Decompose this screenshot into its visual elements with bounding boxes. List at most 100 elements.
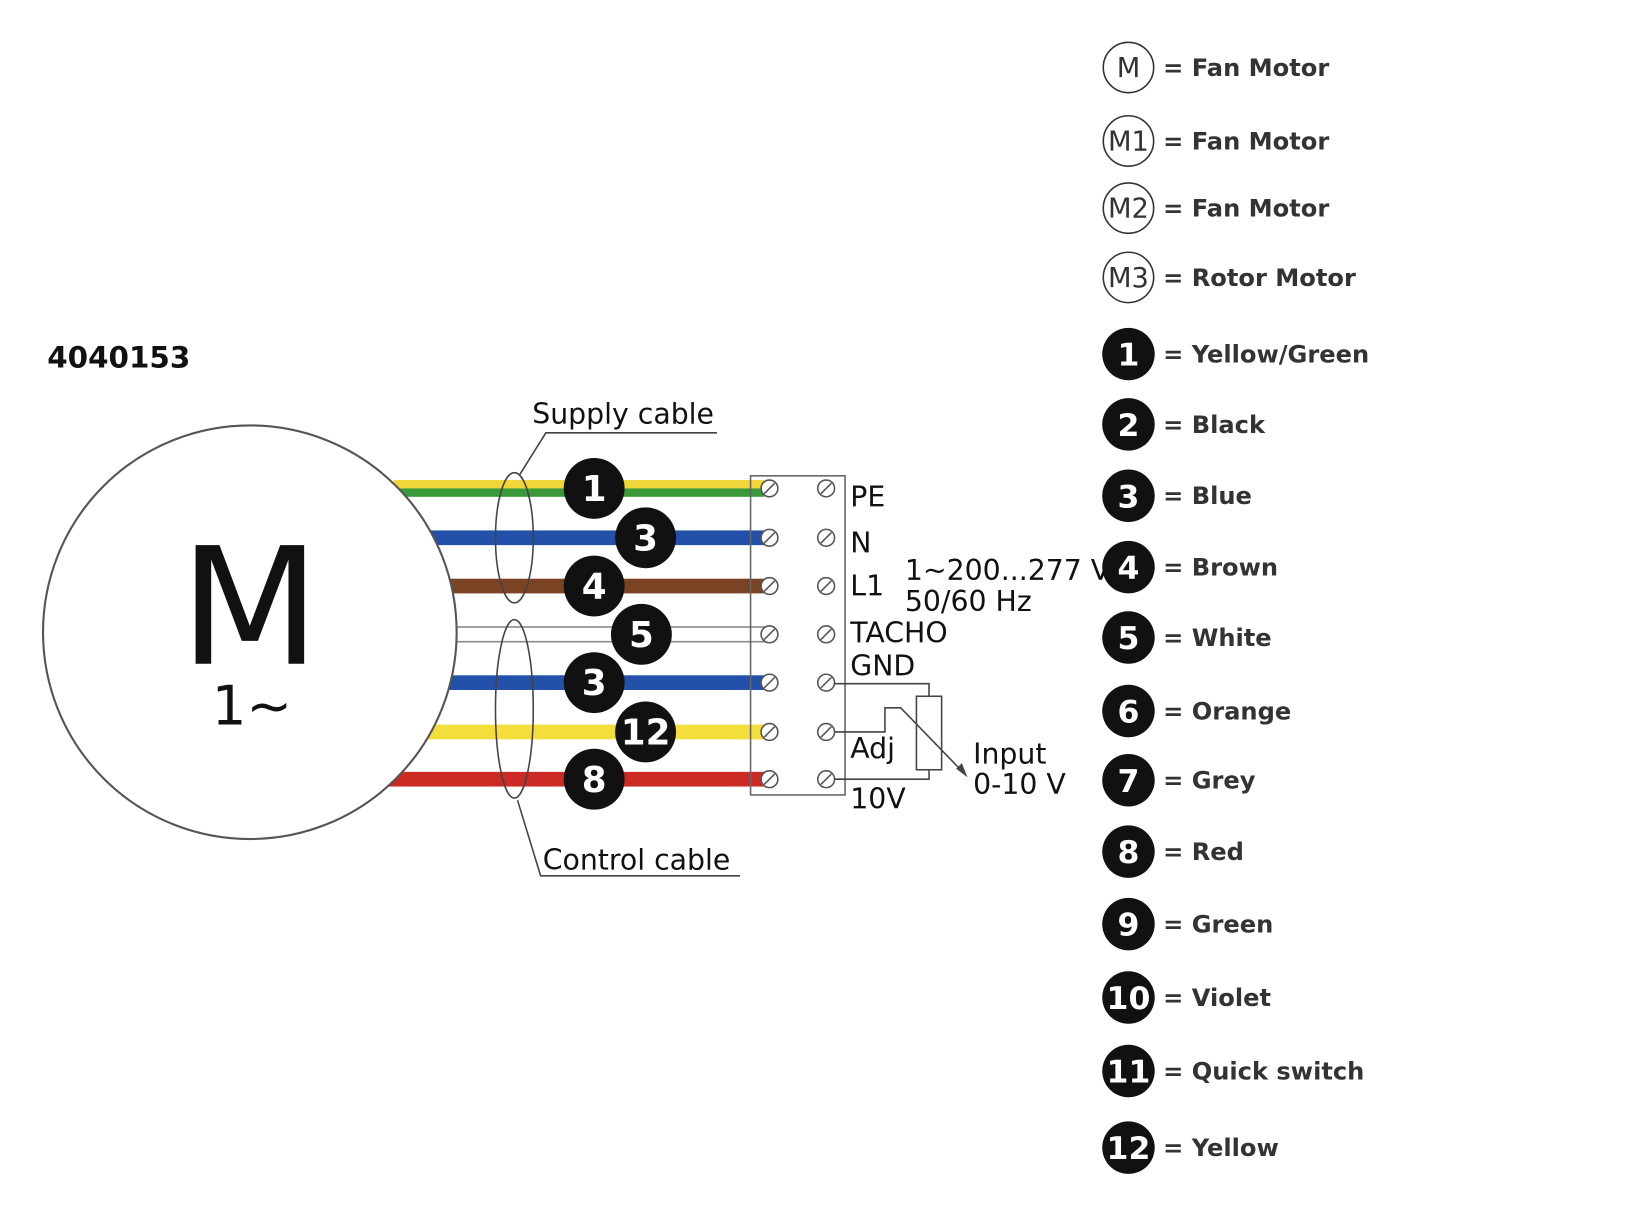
terminal-label: GND bbox=[850, 649, 915, 682]
legend-item: M3 = Rotor Motor bbox=[1102, 251, 1356, 304]
legend-text: = Yellow bbox=[1163, 1134, 1279, 1162]
supply-frequency: 50/60 Hz bbox=[905, 585, 1032, 618]
legend-item: M = Fan Motor bbox=[1102, 41, 1329, 94]
svg-text:8: 8 bbox=[582, 760, 607, 801]
legend-symbol: M bbox=[1117, 53, 1141, 84]
supply-cable bbox=[494, 432, 717, 604]
motor-symbol: M bbox=[180, 514, 320, 703]
legend-text: = Red bbox=[1163, 838, 1244, 866]
legend-symbol: 4 bbox=[1118, 551, 1140, 587]
legend-item: M1 = Fan Motor bbox=[1102, 114, 1329, 167]
legend-symbol: 6 bbox=[1118, 695, 1140, 731]
legend-symbol: M3 bbox=[1108, 263, 1149, 294]
legend-item: 9 = Green bbox=[1102, 897, 1273, 951]
motor-circle bbox=[41, 424, 458, 841]
legend-text: = Grey bbox=[1163, 767, 1256, 795]
svg-text:3: 3 bbox=[582, 663, 607, 704]
legend-text: = Fan Motor bbox=[1163, 195, 1329, 223]
screw-icon bbox=[760, 673, 779, 692]
legend-text: = Fan Motor bbox=[1163, 127, 1329, 155]
legend-item: 3 = Blue bbox=[1102, 469, 1252, 523]
svg-text:4: 4 bbox=[582, 567, 607, 608]
legend-symbol: 7 bbox=[1118, 764, 1140, 800]
legend-text: = Black bbox=[1163, 411, 1266, 439]
legend-symbol: 12 bbox=[1107, 1131, 1151, 1167]
screw-icon bbox=[760, 576, 779, 596]
legend-symbol: 8 bbox=[1118, 835, 1140, 871]
control-cable-label: Control cable bbox=[543, 843, 731, 876]
screw-icon bbox=[760, 625, 779, 644]
legend-symbol: 1 bbox=[1118, 338, 1140, 374]
legend-text: = Orange bbox=[1163, 697, 1291, 725]
wire-adj bbox=[425, 724, 765, 740]
svg-text:12: 12 bbox=[621, 713, 671, 754]
wire-badge: 8 bbox=[563, 748, 625, 810]
legend-text: = Rotor Motor bbox=[1163, 264, 1356, 292]
screw-icon bbox=[816, 576, 836, 596]
legend-item: 7 = Grey bbox=[1102, 754, 1256, 807]
svg-text:5: 5 bbox=[629, 615, 654, 656]
svg-text:3: 3 bbox=[633, 518, 658, 559]
legend-symbol: 10 bbox=[1107, 981, 1151, 1017]
legend-item: M2 = Fan Motor bbox=[1102, 182, 1329, 235]
legend-item: 8 = Red bbox=[1102, 825, 1244, 878]
wire-n bbox=[425, 530, 765, 546]
part-number: 4040153 bbox=[47, 341, 190, 375]
supply-cable-label: Supply cable bbox=[532, 397, 714, 430]
legend-text: = Fan Motor bbox=[1163, 54, 1329, 82]
control-cable bbox=[494, 618, 741, 877]
screw-icon bbox=[816, 625, 836, 644]
legend-symbol: M2 bbox=[1108, 194, 1149, 225]
legend-item: 5 = White bbox=[1102, 611, 1272, 664]
legend-text: = White bbox=[1163, 624, 1272, 652]
legend-text: = Violet bbox=[1163, 984, 1271, 1012]
wire-tacho bbox=[450, 626, 766, 643]
legend-text: = Brown bbox=[1163, 554, 1278, 582]
legend-item: 12 = Yellow bbox=[1102, 1121, 1279, 1174]
legend-item: 10 = Violet bbox=[1102, 971, 1271, 1024]
screw-icon bbox=[760, 722, 779, 742]
potentiometer bbox=[834, 682, 968, 780]
legend-item: 1 = Yellow/Green bbox=[1102, 327, 1369, 381]
legend-text: = Yellow/Green bbox=[1163, 340, 1369, 368]
terminal-label: 10V bbox=[850, 783, 906, 816]
legend-symbol: M1 bbox=[1108, 126, 1149, 157]
supply-voltage: 1~200...277 V bbox=[905, 554, 1111, 587]
input-label: Input bbox=[973, 737, 1046, 770]
legend-symbol: 3 bbox=[1118, 479, 1140, 515]
motor: M 1~ bbox=[41, 424, 458, 841]
screw-icon bbox=[816, 722, 836, 742]
legend-symbol: 9 bbox=[1118, 908, 1140, 944]
input-range: 0-10 V bbox=[973, 768, 1066, 801]
screw-icon bbox=[816, 528, 836, 547]
terminal-block bbox=[749, 475, 846, 796]
terminal-label: Adj bbox=[850, 732, 895, 765]
screw-icon bbox=[760, 479, 779, 498]
legend-item: 2= Black bbox=[1102, 398, 1266, 451]
terminal-label: L1 bbox=[850, 570, 884, 603]
wire-badge: 3 bbox=[615, 507, 677, 569]
terminal-label: N bbox=[850, 526, 871, 559]
wire-badge: 3 bbox=[563, 652, 625, 714]
screw-icon bbox=[816, 479, 836, 498]
legend-text: = Quick switch bbox=[1163, 1057, 1364, 1085]
legend-text: = Blue bbox=[1163, 482, 1252, 510]
screw-icon bbox=[760, 528, 779, 547]
legend-symbol: 5 bbox=[1118, 621, 1140, 657]
wire-badge: 1 bbox=[563, 457, 625, 519]
wire-badge: 4 bbox=[563, 555, 625, 617]
wire-badge: 12 bbox=[615, 701, 677, 763]
legend-symbol: 11 bbox=[1107, 1055, 1151, 1091]
terminal-label: TACHO bbox=[849, 617, 947, 650]
screw-icon bbox=[760, 770, 779, 789]
terminal-label: PE bbox=[850, 480, 885, 513]
svg-text:1: 1 bbox=[582, 469, 607, 510]
legend-item: 4 = Brown bbox=[1102, 540, 1278, 594]
legend-item: 11 = Quick switch bbox=[1102, 1044, 1364, 1098]
screw-icon bbox=[816, 673, 836, 692]
legend-text: = Green bbox=[1163, 910, 1273, 938]
